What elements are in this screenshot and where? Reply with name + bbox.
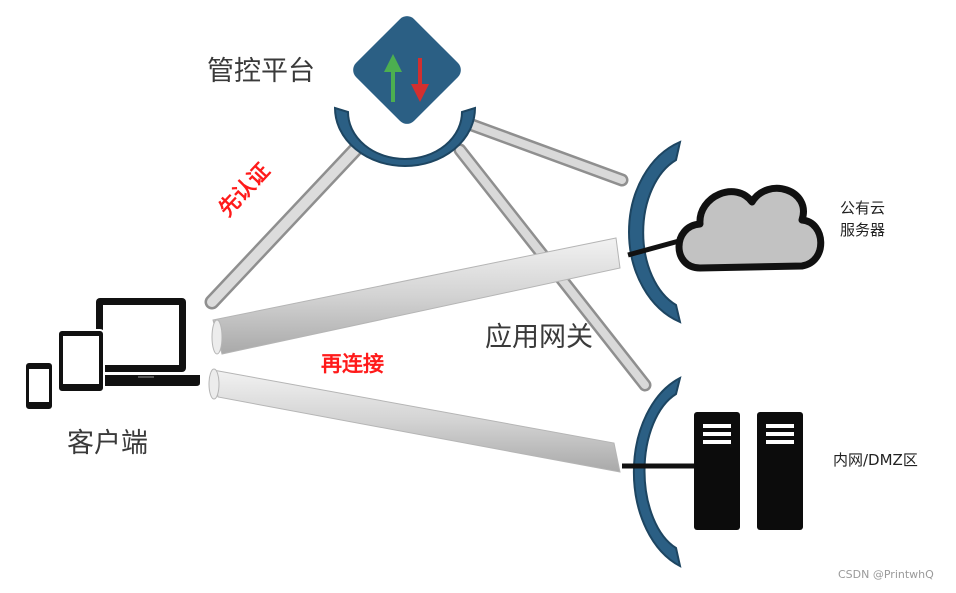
gateway-label: 应用网关 <box>485 322 593 353</box>
laptop-tablet-phone-icon <box>24 298 200 411</box>
diamond-updown-arrows-icon <box>353 16 461 124</box>
cloud-label-line2: 服务器 <box>840 221 886 239</box>
server-rack-icon <box>694 412 803 530</box>
control-platform-label: 管控平台 <box>207 56 315 87</box>
laptop-base <box>90 375 200 386</box>
tube-client-to-dmz-gateway <box>212 369 621 473</box>
cloud-gateway-arc <box>628 140 682 324</box>
control-platform-arc <box>333 106 477 167</box>
intranet-label: 内网/DMZ区 <box>833 451 918 469</box>
connect-after-label: 再连接 <box>321 352 384 376</box>
cloud-gateway-node <box>627 140 825 324</box>
dmz-gateway-node <box>622 376 803 568</box>
control-platform-node <box>333 16 477 167</box>
client-label: 客户端 <box>67 428 148 459</box>
cloud-label-line1: 公有云 <box>840 199 886 217</box>
cloud-icon <box>675 184 825 272</box>
dmz-gateway-arc <box>632 376 682 568</box>
watermark: CSDN @PrintwhQ <box>838 568 934 581</box>
data-links <box>208 237 621 473</box>
